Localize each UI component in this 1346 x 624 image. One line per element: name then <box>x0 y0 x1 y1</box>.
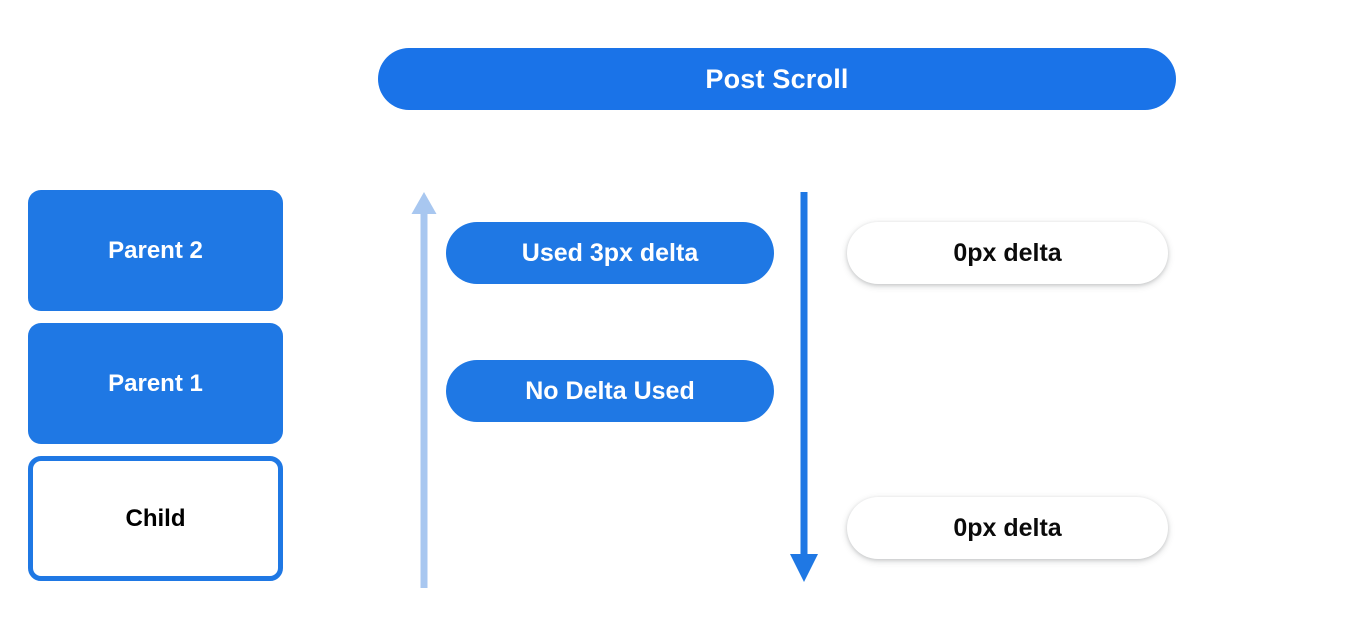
right-pill-delta-bottom[interactable]: 0px delta <box>847 497 1168 559</box>
node-box-parent-1-label: Parent 1 <box>108 369 203 397</box>
node-box-parent-1[interactable]: Parent 1 <box>28 323 283 444</box>
node-box-child[interactable]: Child <box>28 456 283 581</box>
node-box-parent-2[interactable]: Parent 2 <box>28 190 283 311</box>
right-pill-delta-top[interactable]: 0px delta <box>847 222 1168 284</box>
node-box-parent-2-label: Parent 2 <box>108 236 203 264</box>
center-pill-no-delta-used[interactable]: No Delta Used <box>446 360 774 422</box>
scroll-down-arrow-icon <box>790 192 818 582</box>
scroll-up-arrow-icon <box>411 192 437 588</box>
center-pill-used-3px-delta-label: Used 3px delta <box>521 238 699 267</box>
node-box-child-label: Child <box>125 504 186 532</box>
center-pill-used-3px-delta[interactable]: Used 3px delta <box>446 222 774 284</box>
post-scroll-header-banner: Post Scroll <box>378 48 1176 110</box>
right-pill-delta-top-label: 0px delta <box>953 238 1062 267</box>
header-title: Post Scroll <box>705 63 849 94</box>
node-stack: Parent 2 Parent 1 Child <box>28 190 283 581</box>
right-pill-delta-bottom-label: 0px delta <box>953 513 1062 542</box>
center-pill-no-delta-used-label: No Delta Used <box>525 376 695 405</box>
